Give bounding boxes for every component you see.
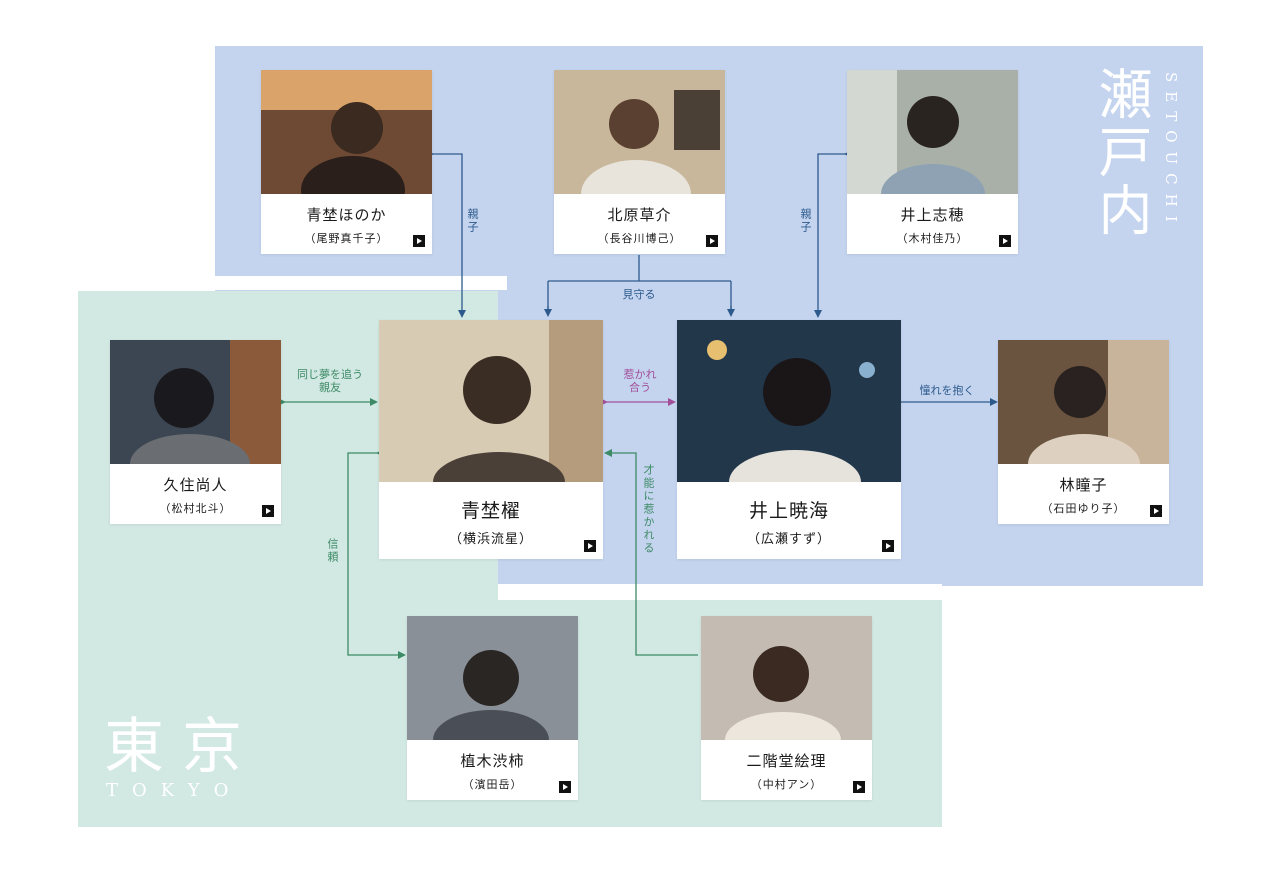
relation-parent-right: 親子 [799, 208, 812, 234]
character-name: 青埜櫂 [460, 500, 521, 522]
actor-name: （濱田岳） [462, 778, 523, 791]
character-photo [407, 616, 578, 740]
actor-name: （中村アン） [750, 778, 823, 791]
setouchi-label: 瀬戸内 [1089, 66, 1152, 240]
character-name: 久住尚人 [163, 476, 228, 494]
relation-attracted-line2: 合う [629, 381, 651, 394]
character-photo [701, 616, 872, 740]
character-name: 二階堂絵理 [746, 752, 827, 770]
tokyo-roman-label: TOKYO [106, 780, 243, 801]
character-name: 植木渋柿 [460, 752, 525, 770]
character-card-sosuke[interactable]: 北原草介 （長谷川博己） [554, 70, 725, 254]
character-photo [554, 70, 725, 194]
character-card-rinko[interactable]: 林瞳子 （石田ゆり子） [998, 340, 1169, 524]
actor-name: （木村佳乃） [896, 232, 969, 245]
play-icon[interactable] [584, 540, 596, 552]
character-photo [998, 340, 1169, 464]
trust-line [347, 449, 406, 659]
talent-line [604, 449, 698, 656]
tokyo-label: 東京 [104, 712, 260, 782]
actor-name: （長谷川博己） [597, 232, 682, 245]
relation-best-friend: 同じ夢を追う 親友 [286, 368, 374, 394]
relation-admire: 憧れを抱く [919, 384, 975, 397]
actor-name: （横浜流星） [448, 532, 533, 547]
character-name: 青埜ほのか [306, 206, 387, 224]
play-icon[interactable] [706, 235, 718, 247]
actor-name: （広瀬すず） [746, 532, 831, 547]
character-name: 井上志穂 [900, 206, 965, 224]
play-icon[interactable] [1150, 505, 1162, 517]
actor-name: （尾野真千子） [304, 232, 389, 245]
play-icon[interactable] [853, 781, 865, 793]
relation-trust: 信頼 [326, 538, 339, 564]
play-icon[interactable] [413, 235, 425, 247]
play-icon[interactable] [262, 505, 274, 517]
region-gap [498, 584, 942, 600]
relation-parent-left: 親子 [466, 208, 479, 234]
relation-talent: 才能に惹かれる [642, 464, 655, 555]
character-card-akimi[interactable]: 井上暁海 （広瀬すず） [677, 320, 901, 559]
character-name: 井上暁海 [748, 500, 829, 522]
character-name: 林瞳子 [1059, 476, 1108, 494]
relation-watch-over: 見守る [622, 288, 656, 301]
setouchi-roman-label: SETOUCHI [1162, 72, 1180, 231]
character-photo [379, 320, 603, 482]
relation-attracted: 惹かれ 合う [612, 368, 668, 394]
play-icon[interactable] [882, 540, 894, 552]
watch-line [547, 255, 732, 314]
play-icon[interactable] [559, 781, 571, 793]
character-card-naoto[interactable]: 久住尚人 （松村北斗） [110, 340, 281, 524]
character-photo [677, 320, 901, 482]
character-photo [110, 340, 281, 464]
parent-line-left [426, 150, 466, 318]
actor-name: （松村北斗） [159, 502, 232, 515]
character-card-shibusaki[interactable]: 植木渋柿 （濱田岳） [407, 616, 578, 800]
character-card-kai[interactable]: 青埜櫂 （横浜流星） [379, 320, 603, 559]
relation-best-friend-line1: 同じ夢を追う [297, 368, 363, 381]
character-card-honoka[interactable]: 青埜ほのか （尾野真千子） [261, 70, 432, 254]
character-photo [261, 70, 432, 194]
character-card-shiho[interactable]: 井上志穂 （木村佳乃） [847, 70, 1018, 254]
parent-line-right [814, 150, 852, 318]
character-name: 北原草介 [607, 206, 672, 224]
character-card-eri[interactable]: 二階堂絵理 （中村アン） [701, 616, 872, 800]
relation-best-friend-line2: 親友 [319, 381, 341, 394]
actor-name: （石田ゆり子） [1041, 502, 1126, 515]
character-photo [847, 70, 1018, 194]
play-icon[interactable] [999, 235, 1011, 247]
relation-attracted-line1: 惹かれ [623, 368, 657, 381]
